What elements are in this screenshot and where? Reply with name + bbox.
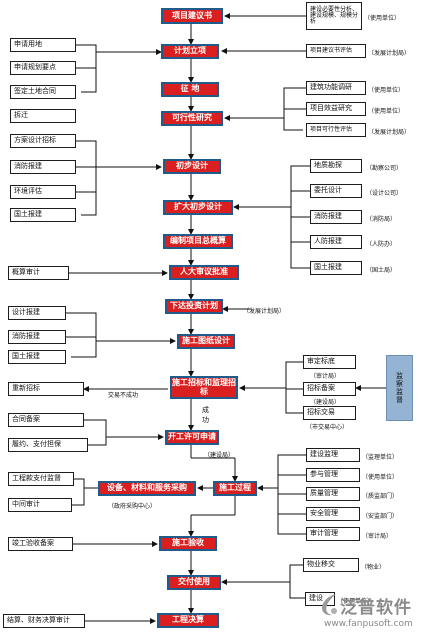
note-land-bureau: （国土局） (366, 267, 397, 274)
label-procurement-center: （政府采购中心） (108, 503, 157, 510)
note-quality-department: （质监部门） (362, 493, 399, 500)
note-supervision-unit: （监理单位） (362, 454, 399, 461)
right-box-safety-management: 安全管理 (306, 507, 360, 521)
right-box-base-price-approval: 审定标底 (303, 355, 356, 369)
left-box-land-filing-1: 国土报建 (10, 208, 76, 222)
left-box-fire-filing-2: 消防报建 (8, 330, 66, 344)
main-step-construction-drawing-design: 施工图纸设计 (177, 334, 235, 349)
main-step-project-approval: 计划立项 (161, 44, 219, 59)
main-step-preliminary-design: 初步设计 (163, 159, 221, 174)
note-user-unit-3: （使用单位） (368, 108, 405, 115)
left-box-environment-assessment: 环境评估 (10, 185, 76, 199)
right-box-construction-supervision: 建设监理 (306, 448, 360, 462)
main-step-feasibility-study: 可行性研究 (161, 111, 223, 126)
note-planning-bureau-1: （发展计划局） (368, 50, 411, 57)
note-user-unit-4: （使用单位） (362, 474, 399, 481)
left-box-interim-audit: 中间审计 (8, 498, 72, 512)
right-box-feasibility-evaluation: 项目可行性评估 (306, 123, 366, 137)
watermark-name: 泛普软件 (340, 598, 412, 618)
note-audit-bureau-2: （审计局） (362, 533, 393, 540)
left-box-planning-points: 申请规划要点 (10, 61, 76, 75)
main-step-extended-preliminary-design: 扩大初步设计 (163, 200, 233, 215)
right-box-design-commission: 委托设计 (310, 184, 362, 198)
note-construction-bureau-1: （建设局） (310, 399, 341, 406)
note-safety-department: （安监部门） (362, 513, 399, 520)
right-box-property-handover: 物业移交 (303, 558, 359, 572)
note-planning-bureau-2: （发展计划局） (368, 129, 411, 136)
label-success-char-2: 功 (202, 416, 209, 424)
note-user-unit-5: （使用单位） (337, 598, 374, 605)
watermark-logo: 泛普软件 www.fanpusoft.com (318, 592, 426, 638)
left-box-completion-filing: 竣工验收备案 (8, 537, 73, 551)
left-box-budget-audit: 概算审计 (8, 266, 69, 280)
label-construction-bureau: （建设局） (204, 452, 235, 459)
main-step-construction-process: 施工过程 (213, 481, 257, 496)
note-survey-company: （勘察公司） (366, 165, 403, 172)
left-box-apply-land: 申请用地 (10, 38, 76, 52)
left-box-design-filing: 设计报建 (8, 306, 66, 320)
left-box-retender: 重新招标 (8, 382, 84, 396)
main-step-investment-plan: 下达投资计划 (165, 299, 223, 314)
right-box-benefit-study: 项目效益研究 (306, 102, 366, 116)
right-box-tender-transaction: 招标交易 (303, 406, 356, 420)
right-box-fire-filing: 消防报建 (310, 210, 362, 224)
main-step-npc-approval: 人大审议批准 (169, 265, 239, 280)
right-box-land-filing: 国土报建 (310, 261, 362, 275)
main-step-construction-permit: 开工许可申请 (165, 430, 219, 445)
note-civil-defense-office: （人防办） (366, 241, 397, 248)
main-step-land-acquisition: 征 地 (161, 82, 219, 97)
left-box-contract-filing: 合同备案 (8, 413, 84, 427)
note-audit-bureau-1: （审计局） (310, 373, 341, 380)
note-fire-bureau: （消防局） (366, 216, 397, 223)
main-step-completion-acceptance: 施工验收 (159, 536, 217, 551)
main-step-delivery: 交付使用 (167, 575, 221, 590)
main-step-construction-supervision-tender: 施工招标和监理招标 (170, 376, 238, 399)
left-box-scheme-design-tender: 方案设计招标 (10, 134, 76, 148)
note-trading-center: （市交易中心） (306, 424, 349, 431)
watermark-url: www.fanpusoft.com (324, 619, 413, 629)
main-step-final-accounts: 工程决算 (157, 613, 219, 628)
label-tender-failed: 交易不成功 (108, 392, 139, 399)
main-step-project-proposal: 项目建议书 (161, 8, 223, 24)
left-box-land-contract: 签定土地合同 (10, 85, 76, 99)
supervision-box: 监察监督 (386, 355, 413, 421)
note-user-unit-2: （使用单位） (368, 87, 405, 94)
left-box-settlement-audit: 结算、财务决算审计 (3, 614, 85, 628)
note-design-company: （设计公司） (366, 190, 403, 197)
label-success-char-1: 成 (202, 406, 209, 414)
right-box-participation-management: 参与管理 (306, 468, 360, 482)
right-box-civil-defense-filing: 人防报建 (310, 235, 362, 249)
right-box-quality-management: 质量管理 (306, 487, 360, 501)
left-box-fire-filing-1: 消防报建 (10, 160, 76, 174)
main-step-procurement: 设备、材料和服务采购 (98, 481, 196, 496)
main-step-total-budget: 编制项目总概算 (163, 234, 233, 249)
logo-swoosh-icon (322, 594, 337, 616)
right-box-necessity-analysis: 建设必要性分析、建设规模、规模分析 (306, 2, 362, 30)
right-box-proposal-evaluation: 项目建议书评估 (306, 44, 366, 58)
right-box-function-survey: 建筑功能调研 (306, 81, 366, 95)
left-box-performance-guarantee: 履约、支付担保 (8, 438, 88, 452)
note-user-unit-1: （使用单位） (364, 15, 401, 22)
right-box-tender-filing: 招标备案 (303, 382, 356, 396)
left-box-payment-supervision: 工程款支付监督 (8, 472, 74, 486)
right-box-audit-management: 审计管理 (306, 527, 360, 541)
left-box-demolition: 拆迁 (10, 109, 76, 123)
note-property: （物业） (361, 564, 386, 571)
right-box-geological-survey: 地质勘探 (310, 159, 362, 173)
left-box-land-filing-2: 国土报建 (8, 350, 66, 364)
note-planning-bureau-3: （发展计划局） (243, 308, 286, 315)
